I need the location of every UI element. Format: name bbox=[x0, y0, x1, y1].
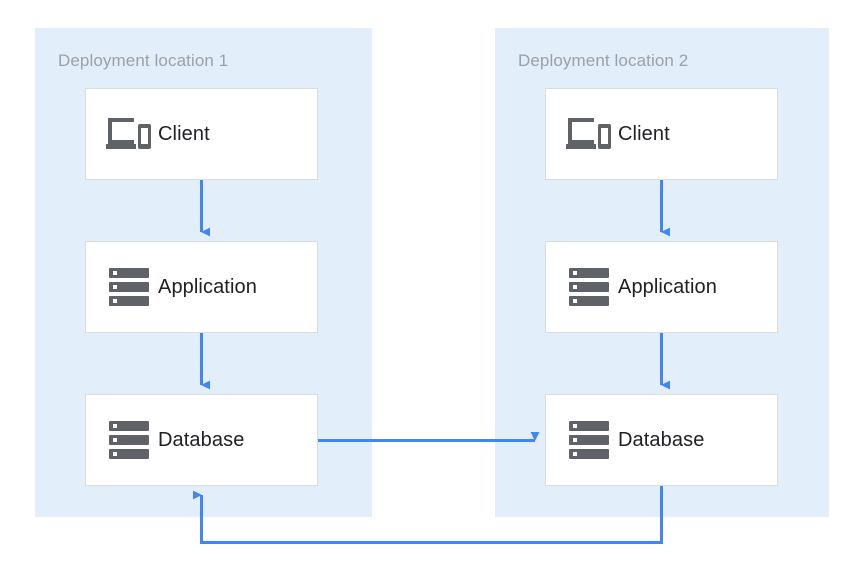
node-label-client-1: Client bbox=[158, 122, 210, 145]
zone-title-2: Deployment location 2 bbox=[518, 51, 689, 70]
devices-icon bbox=[560, 116, 618, 152]
node-label-database-2: Database bbox=[618, 428, 705, 451]
node-client-1[interactable]: Client bbox=[85, 88, 318, 180]
server-icon bbox=[560, 268, 618, 306]
devices-icon bbox=[100, 116, 158, 152]
node-application-1[interactable]: Application bbox=[85, 241, 318, 333]
node-label-database-1: Database bbox=[158, 428, 245, 451]
node-label-application-1: Application bbox=[158, 275, 257, 298]
node-label-client-2: Client bbox=[618, 122, 670, 145]
node-client-2[interactable]: Client bbox=[545, 88, 778, 180]
node-label-application-2: Application bbox=[618, 275, 717, 298]
server-icon bbox=[560, 421, 618, 459]
node-database-1[interactable]: Database bbox=[85, 394, 318, 486]
server-icon bbox=[100, 268, 158, 306]
node-application-2[interactable]: Application bbox=[545, 241, 778, 333]
zone-title-1: Deployment location 1 bbox=[58, 51, 229, 70]
server-icon bbox=[100, 421, 158, 459]
node-database-2[interactable]: Database bbox=[545, 394, 778, 486]
